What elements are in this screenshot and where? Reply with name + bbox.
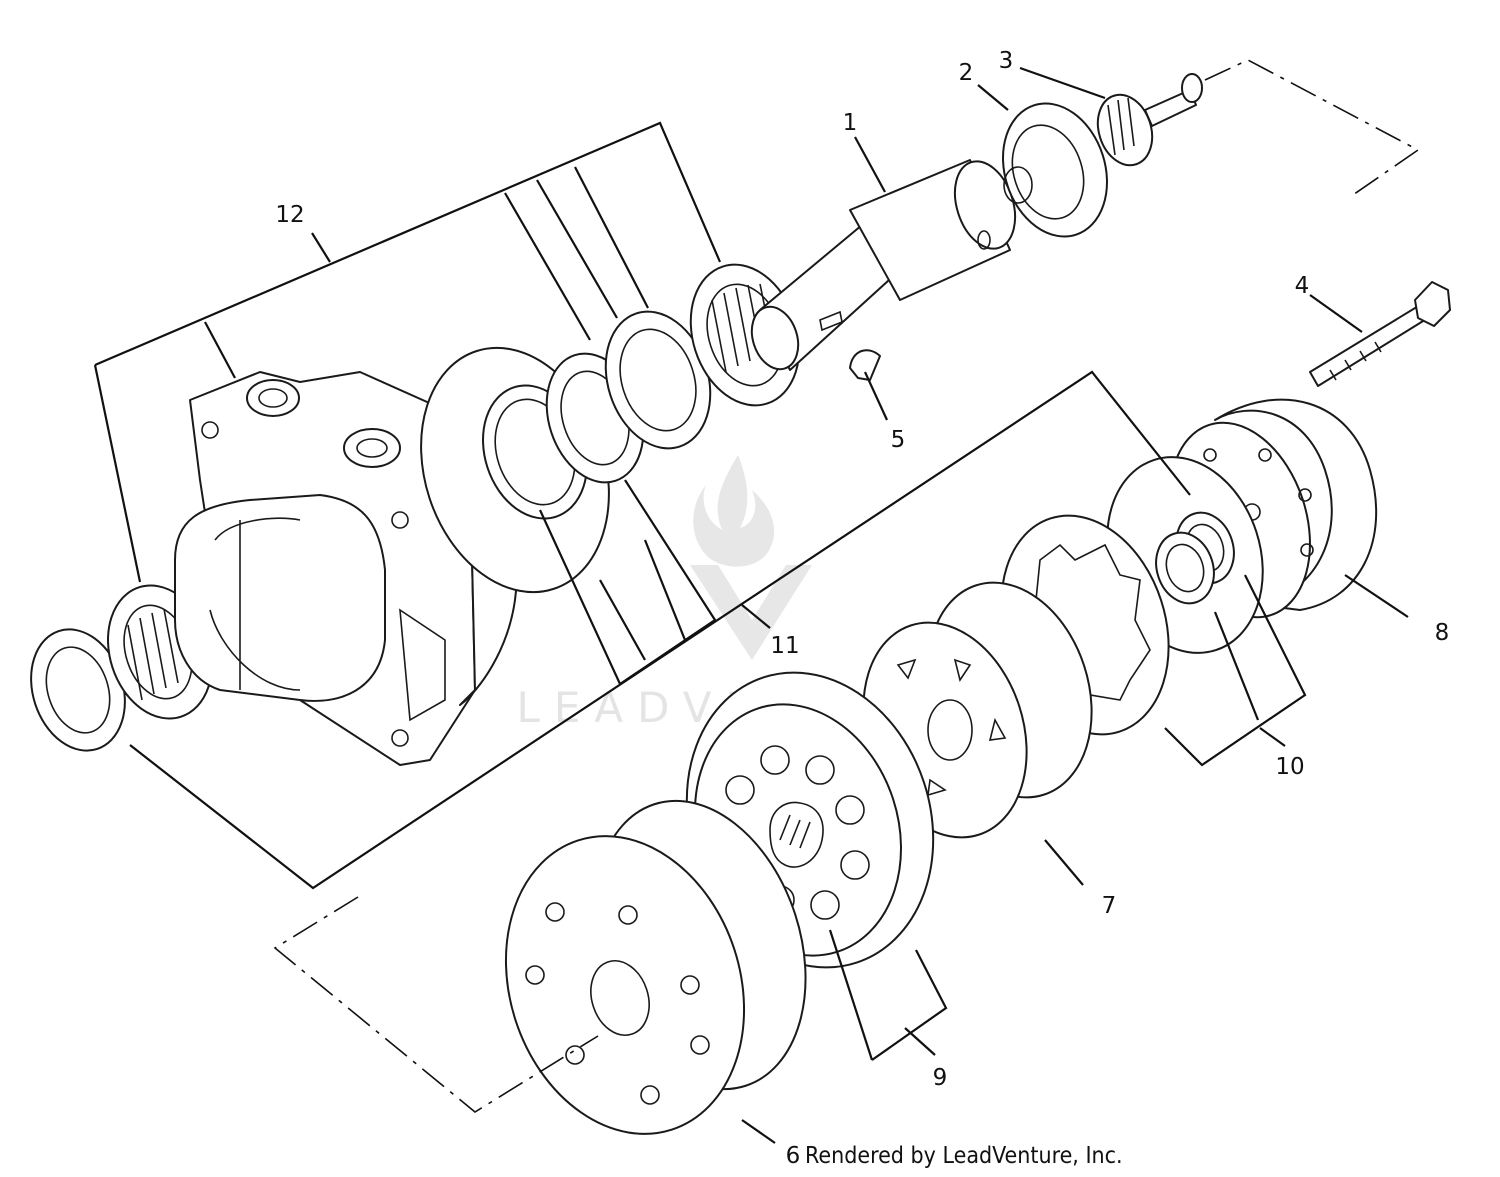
callouts: 1 2 3 4 5 6 7 8 9 10 11 12	[275, 48, 1449, 1169]
part-2-gear	[1002, 102, 1108, 238]
callout-8: 8	[1435, 620, 1450, 646]
alignment-lines	[273, 59, 1420, 1113]
watermark-v-icon	[690, 565, 812, 660]
part-1-shaft	[750, 159, 1017, 371]
callout-12: 12	[275, 202, 304, 228]
callout-4: 4	[1295, 273, 1310, 299]
callout-11: 11	[770, 633, 799, 659]
callout-3: 3	[999, 48, 1014, 74]
callout-10: 10	[1275, 754, 1304, 780]
callout-9: 9	[933, 1065, 948, 1091]
callout-6: 6	[786, 1143, 801, 1169]
part-6-end-plate	[504, 799, 807, 1135]
callout-1: 1	[843, 110, 858, 136]
part-4-bolt	[1309, 281, 1451, 387]
part-3-splined-shaft	[1096, 73, 1203, 167]
part-5-key	[849, 349, 881, 381]
leader-lines	[93, 66, 1409, 1144]
callout-2: 2	[959, 60, 974, 86]
callout-5: 5	[891, 427, 906, 453]
watermark-flame-icon	[693, 455, 775, 567]
rendered-by-credit: Rendered by LeadVenture, Inc.	[805, 1143, 1123, 1169]
callout-7: 7	[1102, 893, 1117, 919]
part-11-seal-kit	[420, 263, 801, 594]
